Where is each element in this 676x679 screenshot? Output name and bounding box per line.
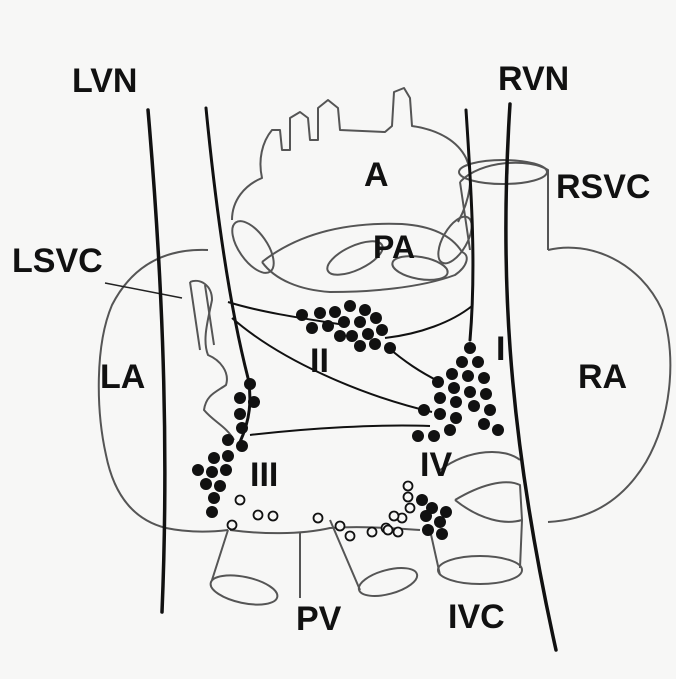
label-ii: II [310, 342, 329, 380]
aorta-cut-left [224, 214, 281, 279]
branch-top-right [385, 306, 472, 338]
label-iv: IV [420, 446, 452, 484]
plexus-cluster-i [412, 342, 504, 442]
label-pa: PA [373, 229, 415, 265]
lvn-outer-nerve [148, 110, 165, 612]
label-ra: RA [578, 358, 627, 396]
ivc-cut [438, 556, 522, 584]
aorta-outline [232, 88, 470, 222]
branch-cross [232, 318, 432, 412]
label-iii: III [250, 456, 278, 494]
label-la: LA [100, 358, 145, 396]
pv-cut-right [356, 563, 420, 602]
label-lsvc: LSVC [12, 242, 103, 280]
pulmonary-artery-outline [262, 224, 467, 292]
plexus-cluster-iii [192, 378, 260, 518]
label-lvn: LVN [72, 62, 137, 100]
label-ivc: IVC [448, 598, 505, 636]
branch-iii-to-iv [250, 425, 430, 435]
label-rvn: RVN [498, 60, 569, 98]
vagal-nerves [148, 104, 556, 650]
label-rsvc: RSVC [556, 168, 650, 206]
left-atrial-appendage [190, 281, 234, 440]
plexus-cluster-iv [416, 494, 452, 540]
label-aorta: A [364, 156, 389, 194]
pv-cut-left [208, 570, 280, 610]
label-pv: PV [296, 600, 342, 638]
label-i: I [496, 330, 505, 368]
lvn-inner-nerve [206, 108, 250, 442]
